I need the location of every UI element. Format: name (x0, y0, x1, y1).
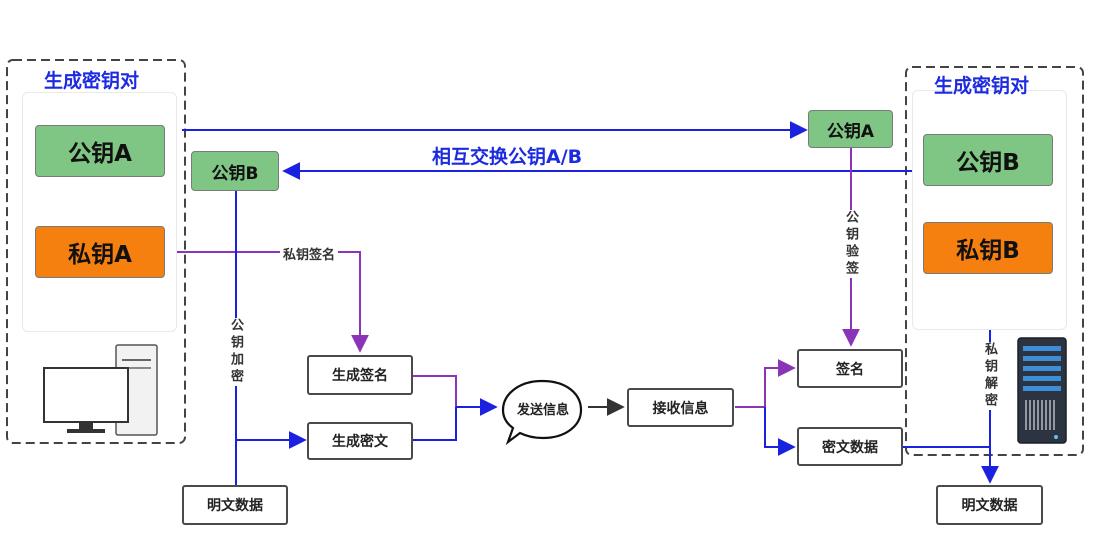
signature-box: 签名 (797, 349, 903, 388)
right-key-panel (912, 90, 1067, 330)
left-group-frame (6, 59, 186, 444)
plaintext-left-box: 明文数据 (182, 485, 288, 525)
public-encrypt-label: 公钥加密 (226, 318, 246, 386)
send-message-label: 发送信息 (516, 403, 569, 418)
line-ciphertext-merge (413, 407, 457, 441)
generate-ciphertext-box: 生成密文 (307, 422, 413, 460)
desktop-computer-icon (43, 344, 158, 436)
received-public-key-b: 公钥B (191, 151, 279, 191)
ciphertext-data-box: 密文数据 (797, 427, 903, 466)
exchange-label: 相互交换公钥A/B (432, 146, 583, 168)
private-key-b-box: 私钥B (923, 222, 1053, 274)
received-public-key-a: 公钥A (808, 110, 893, 148)
public-key-a-box: 公钥A (35, 125, 165, 177)
arrow-to-ciphertext-data (764, 407, 796, 456)
speech-bubble-icon (501, 379, 583, 446)
private-decrypt-label: 私钥解密 (980, 342, 1000, 410)
arrow-to-signature (735, 359, 796, 408)
right-group-title: 生成密钥对 (934, 75, 1030, 97)
private-sign-label: 私钥签名 (280, 244, 339, 263)
receive-message-box: 接收信息 (627, 388, 734, 427)
line-signature-merge (413, 375, 457, 407)
left-group-title: 生成密钥对 (44, 70, 140, 92)
public-verify-label: 公钥验签 (841, 210, 861, 278)
arrow-private-sign (165, 251, 369, 353)
plaintext-right-box: 明文数据 (936, 485, 1043, 525)
generate-signature-box: 生成签名 (307, 355, 413, 395)
server-rack-icon (1017, 337, 1067, 444)
public-key-b-box: 公钥B (923, 134, 1053, 186)
private-key-a-box: 私钥A (35, 226, 165, 278)
